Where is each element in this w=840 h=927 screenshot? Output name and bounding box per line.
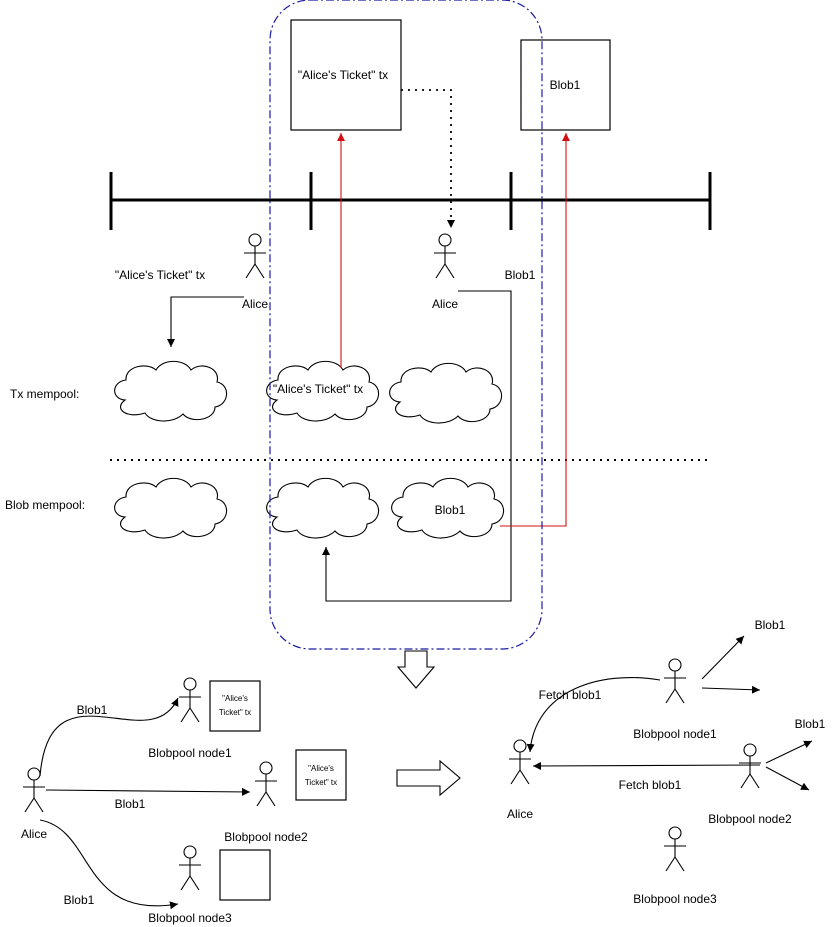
fetch-node3-label: Blobpool node3 (633, 892, 717, 906)
node1-actor-icon (178, 677, 202, 723)
node2-ticket-box (295, 749, 347, 801)
tx-mempool-label: Tx mempool: (10, 387, 79, 401)
right-flow-arrow (396, 759, 461, 797)
node3-empty-box (219, 849, 271, 901)
alice-label-2: Alice (432, 297, 458, 311)
node3-actor-icon (178, 845, 202, 891)
cloud-blob-label: Blob1 (435, 503, 466, 517)
node2-forward-arrow-up (765, 740, 813, 764)
alice-label-1: Alice (242, 297, 268, 311)
alice-actor-icon-3 (22, 767, 46, 813)
node2-forward-label: Blob1 (795, 717, 826, 731)
alice-label-3: Alice (21, 827, 47, 841)
node1-forward-label: Blob1 (755, 618, 786, 632)
alice-actor-icon-2 (433, 233, 457, 279)
blob1-to-node1-arrow (39, 697, 179, 777)
fetch-node2-label: Blobpool node2 (708, 812, 792, 826)
submit-tx-arrow (167, 296, 244, 347)
fetch-from-node1-arrow (526, 677, 661, 753)
fetch-from-node2-arrow (532, 761, 761, 770)
alice-actor-icon-4 (508, 739, 532, 785)
down-flow-arrow (396, 650, 436, 689)
tx-mempool-cloud-3 (389, 362, 503, 424)
tx-block-label: "Alice's Ticket" tx (298, 68, 388, 82)
alice-actor-icon (243, 233, 267, 279)
tx-block-box (290, 19, 402, 131)
fetch-label-node1: Fetch blob1 (539, 688, 602, 702)
blob-mempool-cloud-2 (266, 477, 380, 539)
blob-include-red-arrow (500, 133, 570, 527)
fetch-node3-actor-icon (663, 826, 687, 872)
alice-ticket-tx-label: "Alice's Ticket" tx (115, 268, 205, 282)
alice-label-4: Alice (507, 807, 533, 821)
blob1-to-node2-arrow (45, 787, 251, 796)
tx-mempool-cloud-1 (114, 360, 228, 422)
node2-ticket-line2: Ticket" tx (305, 778, 337, 787)
node1-ticket-box (209, 680, 261, 732)
blob-mempool-cloud-1 (114, 477, 228, 539)
fetch-node1-label: Blobpool node1 (633, 727, 717, 741)
node2-actor-icon (254, 761, 278, 807)
node1-ticket-line1: "Alice's (222, 694, 248, 703)
node2-ticket-line1: "Alice's (308, 764, 334, 773)
fetch-label-node2: Fetch blob1 (619, 778, 682, 792)
node1-ticket-line2: Ticket" tx (219, 708, 251, 717)
node2-forward-arrow-down (765, 766, 810, 791)
blob1-label-top: Blob1 (505, 268, 536, 282)
cloud-tx-label: "Alice's Ticket" tx (273, 382, 363, 396)
node1-label: Blobpool node1 (148, 746, 232, 760)
blob-box-label: Blob1 (550, 78, 581, 92)
blob1-to-node3-arrow (39, 819, 179, 910)
blob-mempool-label: Blob mempool: (5, 498, 85, 512)
highlight-region (269, 0, 543, 650)
blob1-label-node1: Blob1 (77, 703, 108, 717)
node1-forward-arrow-right (701, 685, 761, 694)
fetch-node1-actor-icon (663, 658, 687, 704)
blob1-label-node3: Blob1 (64, 893, 95, 907)
node1-forward-arrow-up (701, 635, 745, 680)
node2-label: Blobpool node2 (224, 830, 308, 844)
dotted-link-arrow (401, 89, 455, 228)
blob-box (520, 39, 611, 131)
blob1-label-node2: Blob1 (115, 797, 146, 811)
submit-blob-arrow (322, 290, 512, 602)
fetch-node2-actor-icon (738, 743, 762, 789)
node3-label: Blobpool node3 (148, 911, 232, 925)
